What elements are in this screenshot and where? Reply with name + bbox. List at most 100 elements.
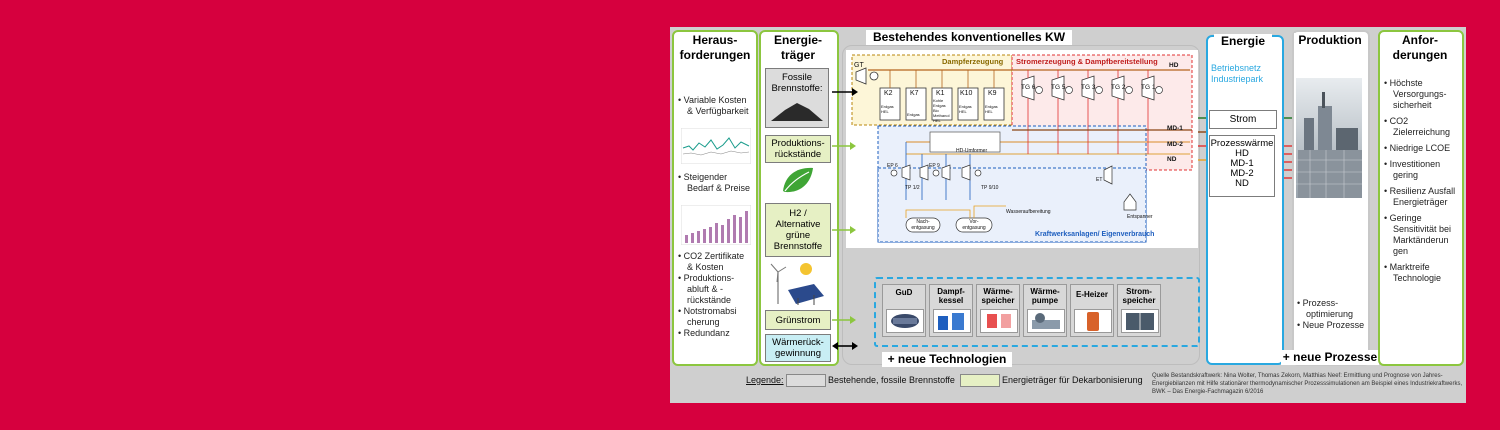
- col-anforderungen: [1378, 30, 1464, 366]
- turbine-tg5-label: TG 5: [1051, 84, 1066, 91]
- boiler-k1-fuel: Kohle Erdgas Bio Methanol HEL: [933, 98, 950, 123]
- carrier-fossil: Fossile Brennstoffe:: [765, 68, 829, 128]
- tech-eheizer: E-Heizer: [1070, 284, 1114, 337]
- tp910-label: TP 9/10: [981, 185, 999, 191]
- kraftwerk-title: Bestehendes konventionelles KW: [866, 30, 1072, 45]
- wasseraufbereitung-label: Wasseraufbereitung: [1006, 209, 1051, 215]
- tech-waermepumpe-label: Wärme- pumpe: [1030, 287, 1060, 305]
- carrier-arrows: [832, 88, 858, 350]
- tp12-label: TP 1/2: [905, 185, 920, 191]
- boiler-k7-fuel: Erdgas: [907, 112, 920, 117]
- level-md1: MD-1: [1230, 158, 1254, 169]
- boiler-k1-label: K1: [936, 90, 945, 97]
- boiler-icon: [933, 309, 971, 333]
- solar-wind-icon: [770, 263, 824, 305]
- challenge-item: • Variable Kosten & Verfügbarkeit: [678, 95, 749, 116]
- legend-item-fossil: Bestehende, fossile Brennstoffe: [828, 375, 955, 385]
- level-md2: MD-2: [1230, 168, 1254, 179]
- legend-label: Legende:: [746, 375, 784, 385]
- carrier-waermerueckgewinnung-label: Wärmerück-gewinnung: [772, 337, 824, 359]
- neue-technologien-label: + neue Technologien: [882, 352, 1012, 367]
- carrier-fossil-label: Fossile Brennstoffe:: [771, 72, 823, 94]
- level-nd: ND: [1235, 178, 1249, 189]
- herausforderungen-title: Heraus- forderungen: [676, 33, 754, 63]
- price-chart-thumbnail: [681, 128, 751, 164]
- neue-technologien-box: [874, 277, 1200, 347]
- legend: Legende: Bestehende, fossile Brennstoffe…: [744, 373, 1144, 389]
- source-citation: Quelle Bestandskraftwerk: Nina Wolter, T…: [1152, 373, 1463, 395]
- industrial-plant-photo: [1296, 78, 1362, 198]
- hd-umformer-label: HD-Umformer: [956, 148, 988, 154]
- challenge-item: • Steigender Bedarf & Preise: [678, 172, 751, 193]
- battery-storage-icon: [1121, 309, 1159, 333]
- boiler-k9-fuel: Erdgas HEL: [985, 104, 998, 114]
- nd-line-label: ND: [1167, 156, 1177, 163]
- carrier-h2-label: H2 / Alternative grüne Brennstoffe: [773, 208, 823, 252]
- tech-waermespeicher: Wärme- speicher: [976, 284, 1020, 337]
- herausforderungen-list: • Variable Kosten & Verfügbarkeit: [678, 95, 752, 117]
- energie-title: Energie: [1214, 34, 1272, 49]
- produktion-title: Produktion: [1294, 33, 1366, 48]
- demand-chart-thumbnail: [681, 205, 751, 245]
- carrier-gruenstrom: Grünstrom: [765, 310, 831, 330]
- hd-line-label: HD: [1169, 62, 1179, 69]
- ep9-label: EP 9: [929, 163, 940, 169]
- strom-label: Strom: [1229, 114, 1257, 125]
- prozesswaerme-box: Prozesswärme HD MD-1 MD-2 ND: [1209, 135, 1275, 197]
- tech-stromspeicher: Strom- speicher: [1117, 284, 1161, 337]
- anforderungen-list: • Höchste Versorgungs-sicherheit • CO2 Z…: [1384, 78, 1458, 284]
- carrier-waermerueckgewinnung: Wärmerück-gewinnung: [765, 334, 831, 362]
- heat-pump-icon: [1027, 309, 1065, 333]
- prozesswaerme-label: Prozesswärme: [1210, 138, 1274, 149]
- vorentgasung-label: Vor- entgasung: [962, 219, 986, 231]
- kraftwerksanlagen-label: Kraftwerksanlagen/ Eigenverbrauch: [1035, 231, 1155, 238]
- legend-swatch-fossil: [786, 374, 826, 387]
- boiler-k10-fuel: Erdgas HEL: [959, 104, 972, 114]
- neue-prozesse-label: + neue Prozesse: [1281, 350, 1379, 365]
- entspanner-label: Entspanner: [1127, 214, 1153, 220]
- electric-heater-icon: [1074, 309, 1112, 333]
- gt-label: GT: [854, 62, 864, 69]
- kraftwerk-region: [842, 45, 1200, 365]
- tech-eheizer-label: E-Heizer: [1075, 290, 1108, 299]
- carrier-produktionsrueckstaende: Produktions-rückstände: [765, 135, 831, 163]
- turbine-tg2-label: TG 2: [1111, 84, 1126, 91]
- tech-waermepumpe: Wärme- pumpe: [1023, 284, 1067, 337]
- production-item: • Prozess-optimierung: [1297, 298, 1354, 319]
- turbine-tg6-label: TG 6: [1021, 84, 1036, 91]
- level-hd: HD: [1235, 148, 1249, 159]
- tech-dampfkessel-label: Dampf- kessel: [937, 287, 965, 305]
- boiler-k2-fuel: Erdgas HEL: [881, 104, 894, 114]
- strom-box: Strom: [1209, 110, 1277, 129]
- turbine-icon: [886, 309, 924, 333]
- tech-stromspeicher-label: Strom- speicher: [1122, 287, 1156, 305]
- carrier-produktionsrueckstaende-label: Produktions-rückstände: [771, 138, 825, 160]
- requirement-item: • Höchste Versorgungs-sicherheit: [1384, 78, 1447, 110]
- tech-gud-label: GuD: [895, 288, 913, 297]
- leaf-icon: [783, 167, 813, 193]
- production-item: • Neue Prozesse: [1297, 320, 1365, 330]
- et-label: ET: [1096, 177, 1103, 183]
- tech-gud: GuD: [882, 284, 926, 337]
- challenge-item: • Produktions-abluft & -rückstände: [678, 273, 735, 305]
- col-energie: [1206, 35, 1284, 365]
- boiler-k9-label: K9: [988, 90, 997, 97]
- nachentgasung-label: Nach- entgasung: [911, 219, 935, 231]
- boiler-k7-label: K7: [910, 90, 919, 97]
- power-plant-schematic: [846, 50, 1198, 248]
- turbine-tg3-label: TG 3: [1081, 84, 1096, 91]
- requirement-item: • Geringe Sensitivität bei Marktänderun …: [1384, 213, 1452, 256]
- challenge-item: • Redundanz: [678, 328, 730, 338]
- carrier-h2: H2 / Alternative grüne Brennstoffe: [765, 203, 831, 257]
- requirement-item: • Resilienz Ausfall Energieträger: [1384, 186, 1456, 207]
- md1-line-label: MD-1: [1167, 125, 1183, 132]
- col-herausforderungen: [672, 30, 758, 366]
- betriebsnetz-label: Betriebsnetz Industriepark: [1211, 63, 1264, 84]
- heat-storage-icon: [980, 309, 1018, 333]
- requirement-item: • Marktreife Technologie: [1384, 262, 1442, 283]
- produktion-list: • Prozess-optimierung • Neue Prozesse: [1297, 298, 1365, 331]
- challenge-item: • CO2 Zertifikate & Kosten: [678, 251, 745, 272]
- dampferzeugung-label: Dampferzeugung: [942, 57, 1004, 66]
- boiler-k10-label: K10: [960, 90, 973, 97]
